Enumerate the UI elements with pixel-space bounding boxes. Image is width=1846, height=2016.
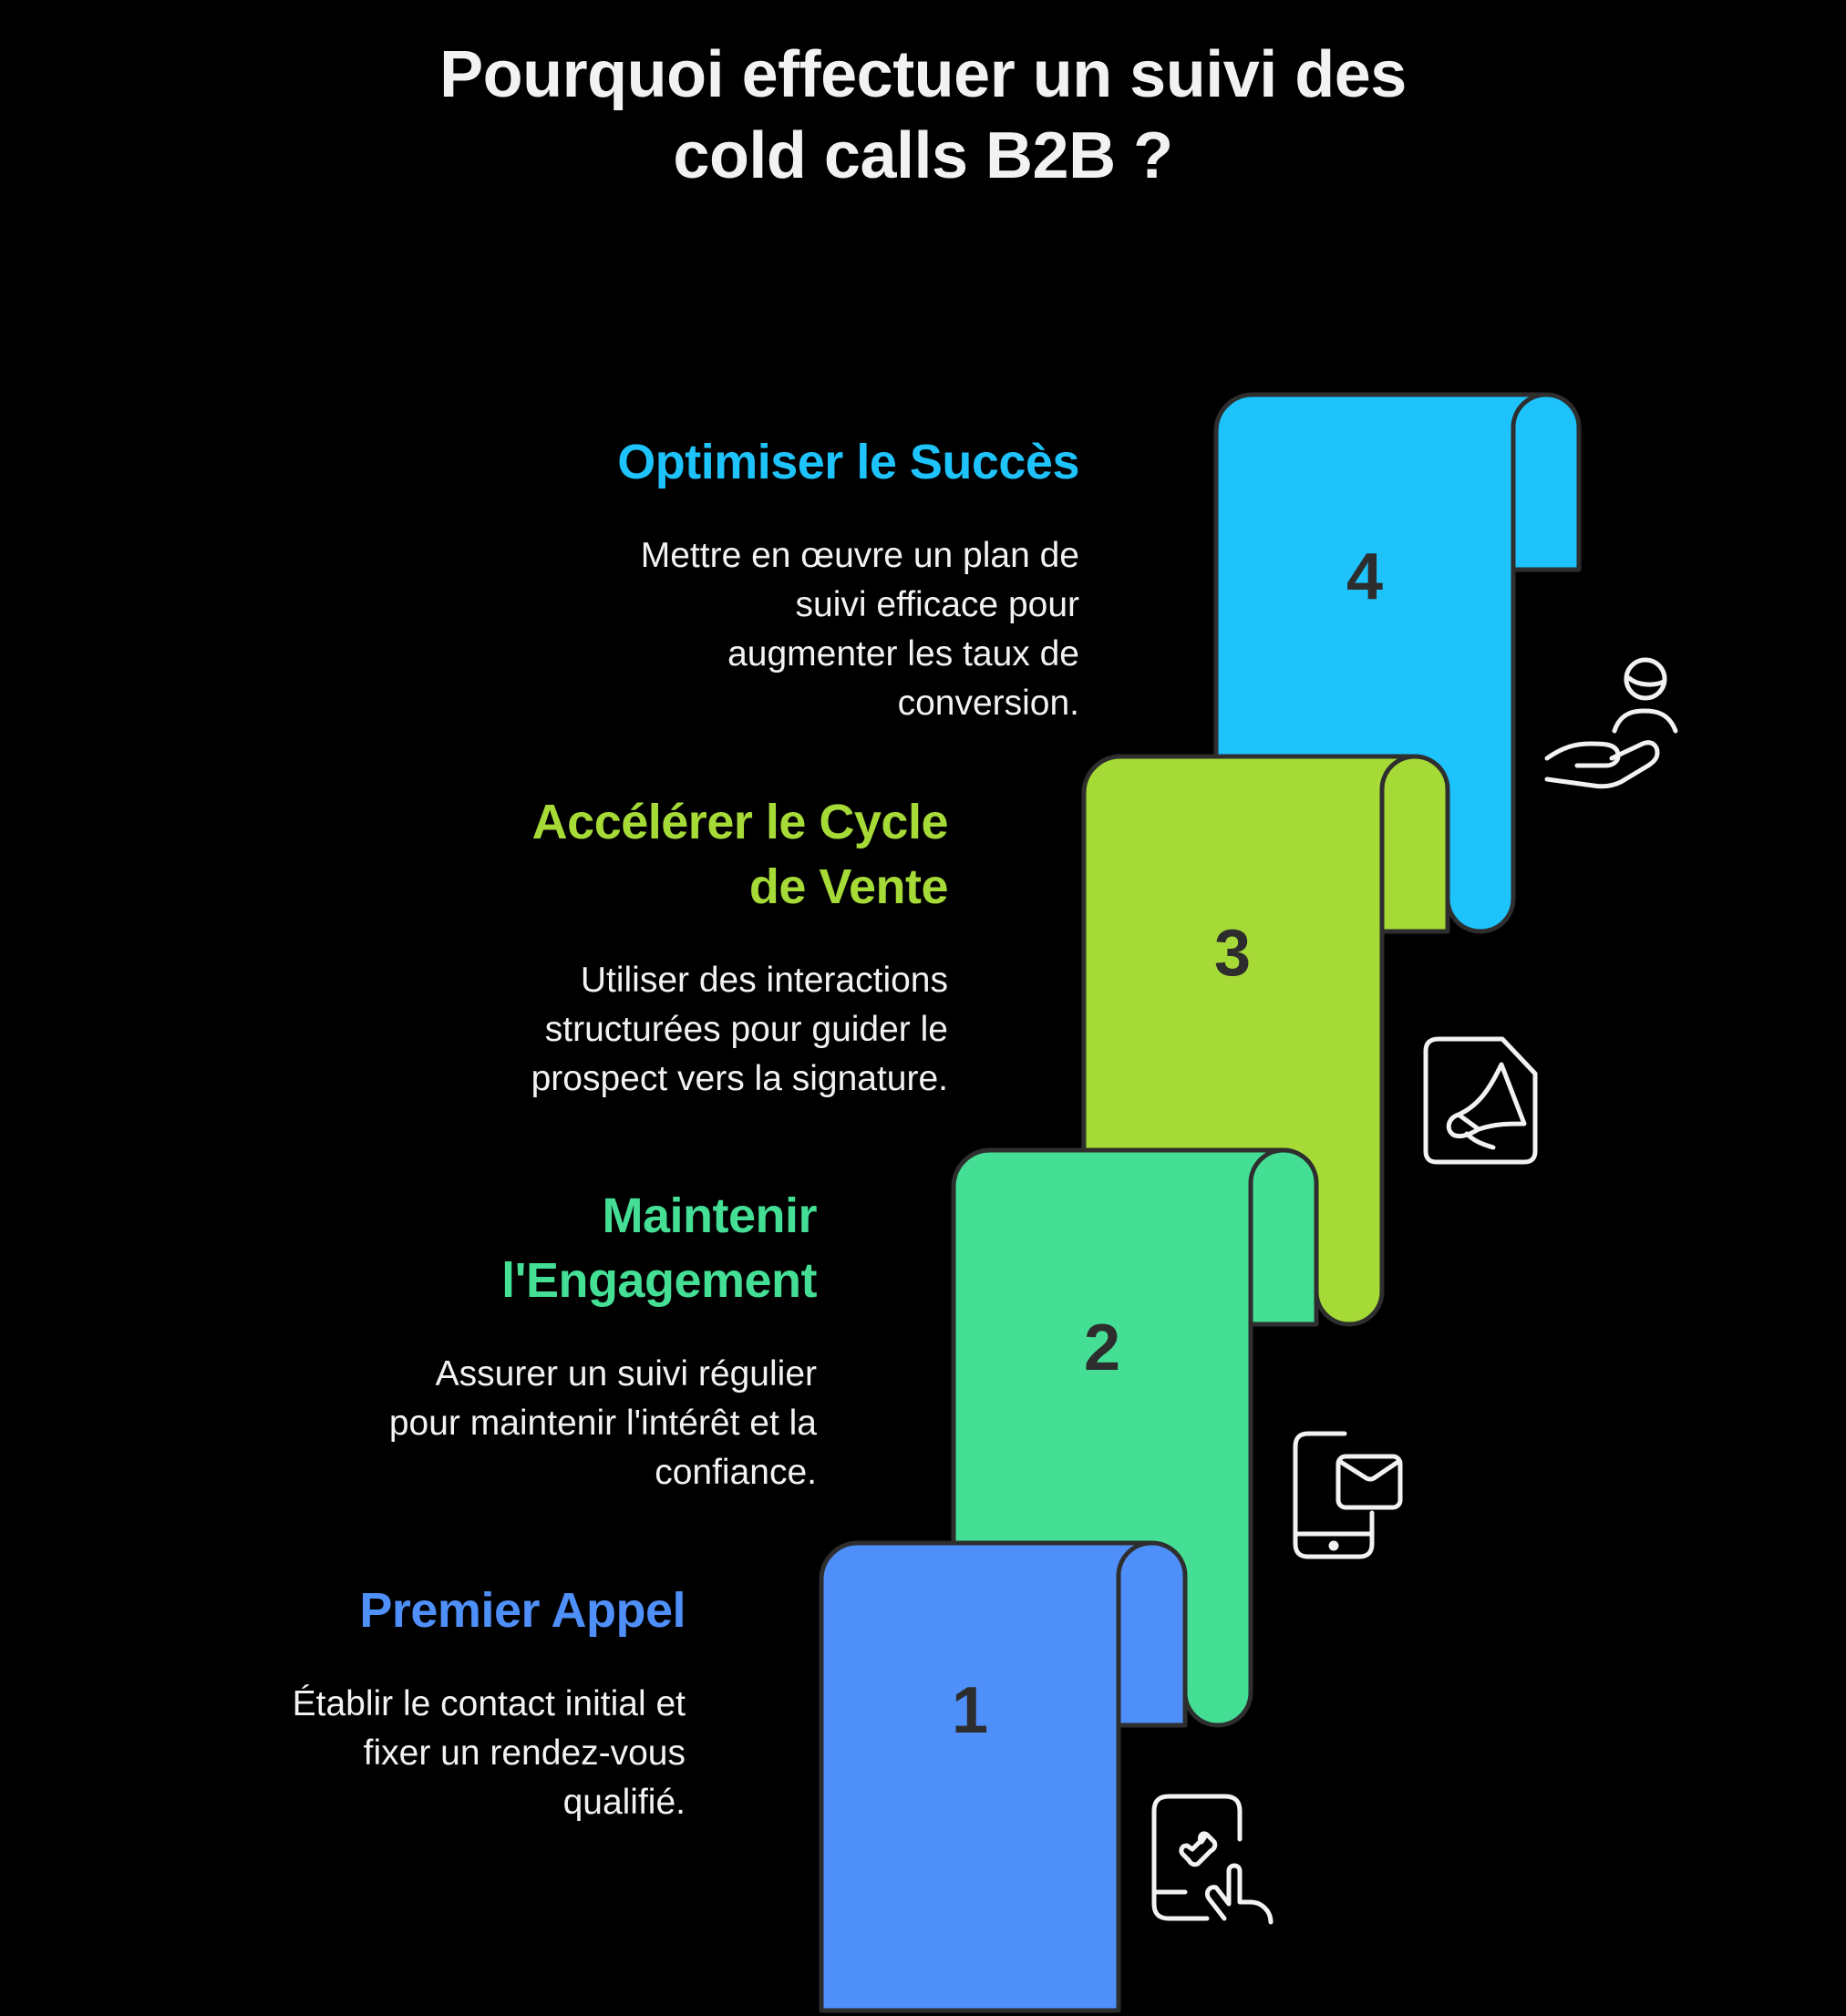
step-1-heading: Premier Appel <box>359 1583 686 1638</box>
step-4-description: Mettre en œuvre un plan de suivi efficac… <box>640 536 1079 723</box>
step-4-heading: Optimiser le Succès <box>617 435 1079 489</box>
step-3-heading: Accélérer le Cycle de Vente <box>531 795 949 914</box>
title-line-1: Pourquoi effectuer un suivi des <box>439 38 1407 111</box>
step-3-text: Accélérer le Cycle de Vente Utiliser des… <box>383 790 949 1104</box>
megaphone-document-icon <box>1422 1034 1539 1167</box>
title-line-2: cold calls B2B ? <box>673 119 1173 192</box>
step-4-number: 4 <box>1346 540 1383 613</box>
step-1-scroll: 1 <box>819 1540 1188 2013</box>
hand-holding-user-icon <box>1542 656 1679 793</box>
step-4-text: Optimiser le Succès Mettre en œuvre un p… <box>514 430 1079 728</box>
step-2-number: 2 <box>1084 1311 1120 1384</box>
step-2-text: Maintenir l'Engagement Assurer un suivi … <box>252 1184 818 1497</box>
step-1-description: Établir le contact initial et fixer un r… <box>292 1684 686 1822</box>
step-2-heading: Maintenir l'Engagement <box>501 1188 817 1308</box>
step-3-description: Utiliser des interactions structurées po… <box>531 961 948 1098</box>
step-3-number: 3 <box>1214 917 1251 990</box>
step-2-description: Assurer un suivi régulier pour maintenir… <box>388 1354 817 1492</box>
step-1-number: 1 <box>952 1674 988 1747</box>
step-1-text: Premier Appel Établir le contact initial… <box>120 1579 686 1827</box>
mobile-mail-icon <box>1290 1429 1404 1561</box>
phone-call-touch-icon <box>1149 1791 1284 1926</box>
page-title: Pourquoi effectuer un suivi des cold cal… <box>0 35 1846 197</box>
